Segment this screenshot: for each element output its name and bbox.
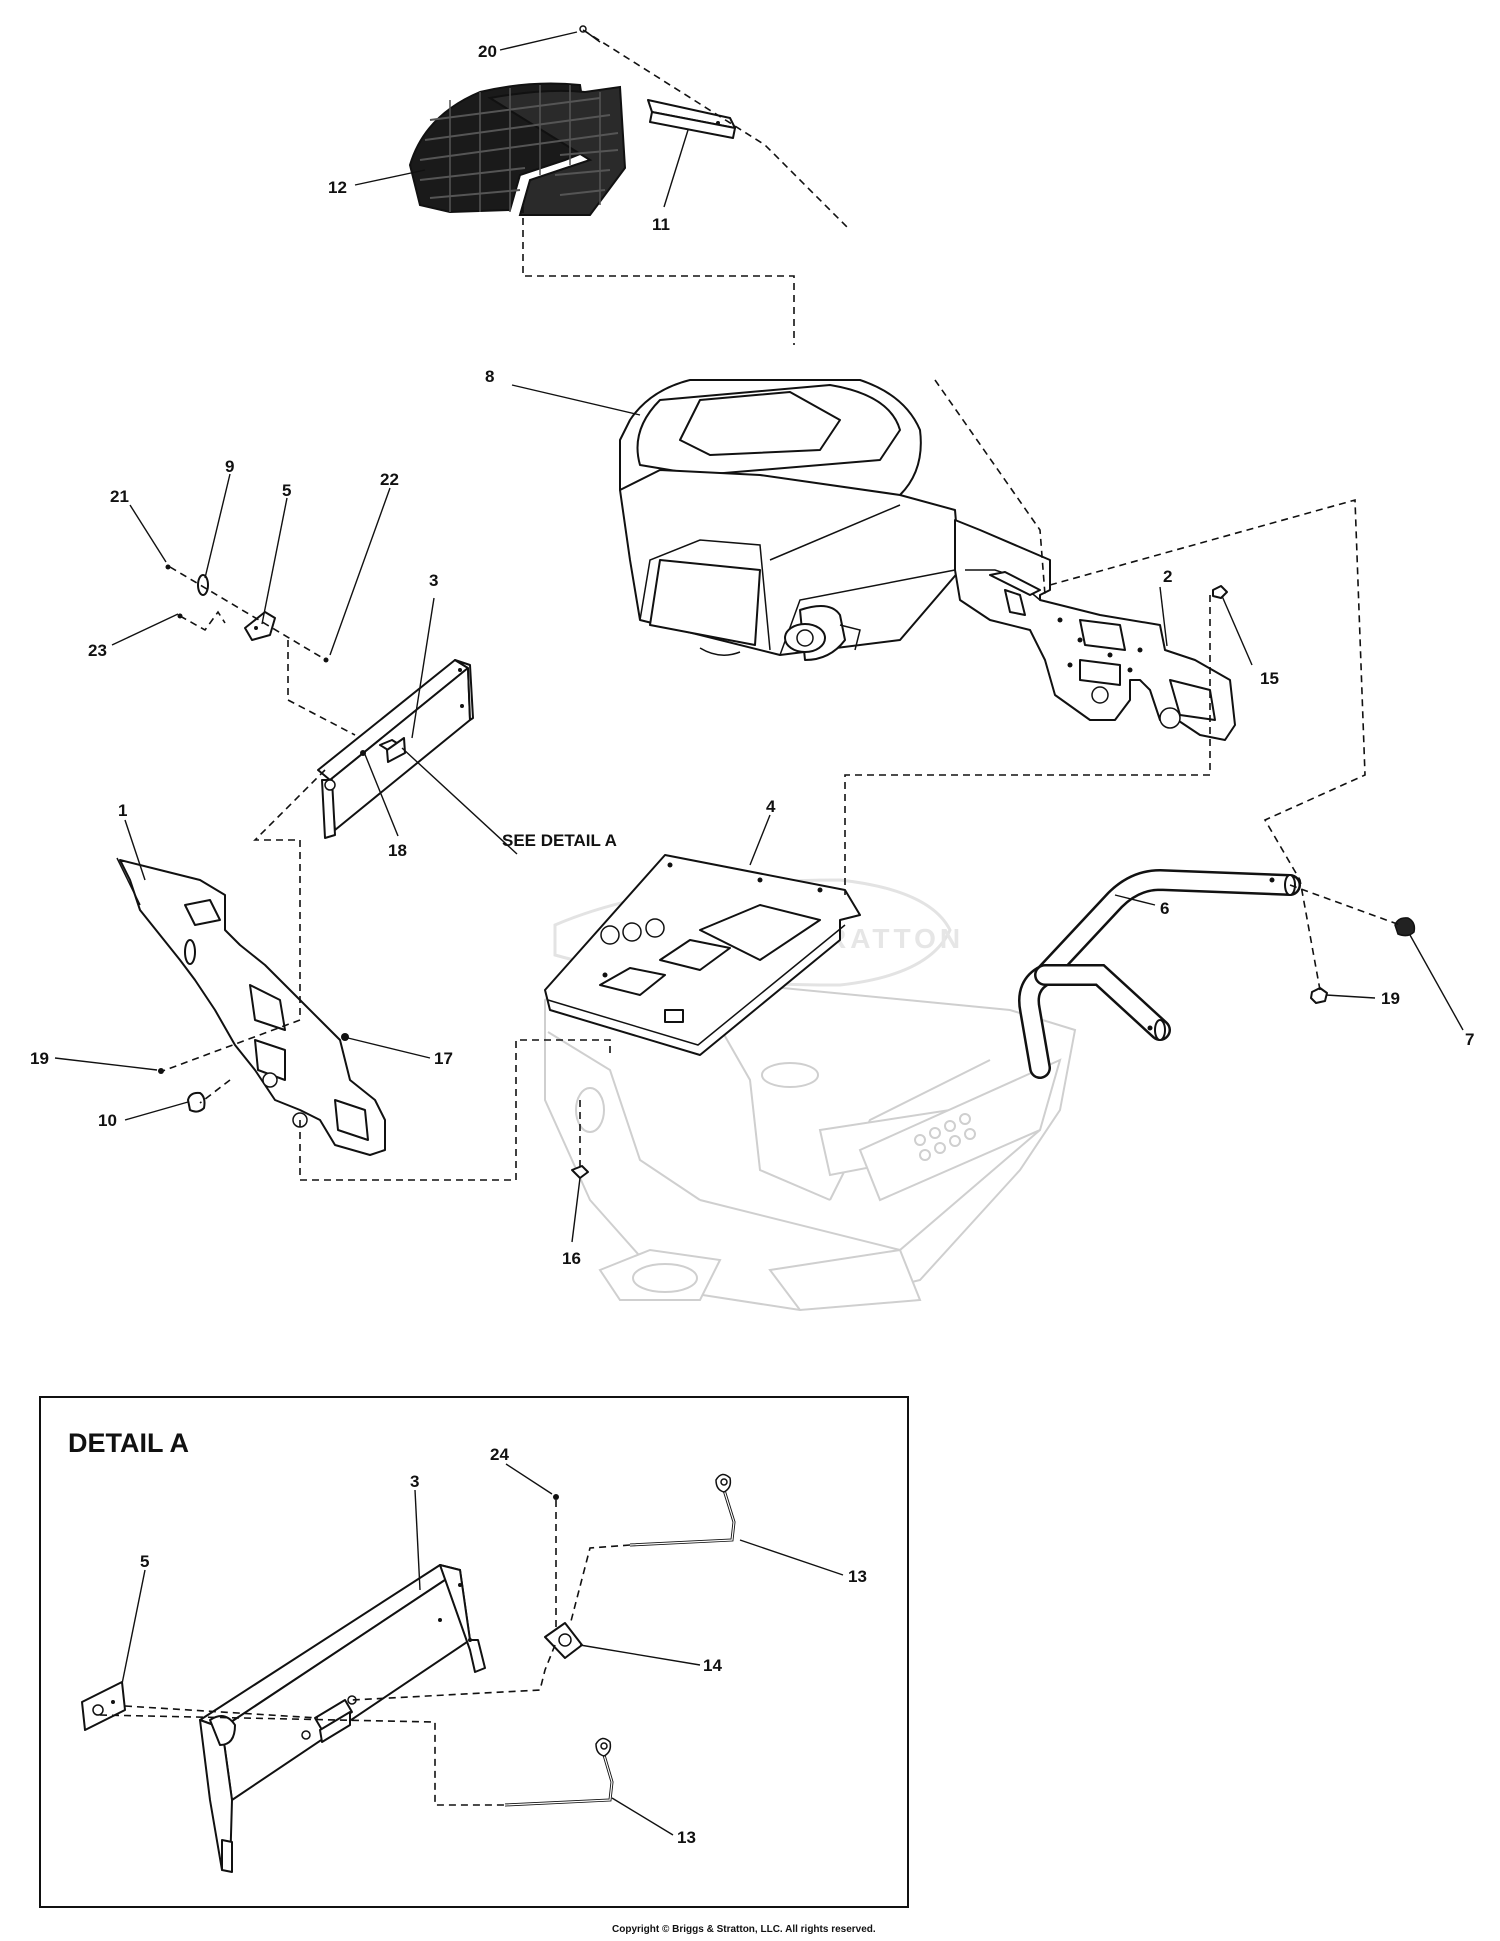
part-16-bolt <box>571 1165 589 1179</box>
detail-callouts: 5 3 24 13 14 13 <box>140 1445 867 1847</box>
part-21-screw <box>165 564 171 570</box>
see-detail-a-note: SEE DETAIL A <box>502 831 617 850</box>
part-4-seat-plate <box>544 854 861 1056</box>
detail-leader-lines <box>121 1463 844 1836</box>
callout-9: 9 <box>225 457 234 476</box>
callout-labels: 20 11 12 8 9 5 21 22 3 23 18 SEE DETAIL … <box>30 42 1474 1268</box>
part-2-right-bracket <box>954 519 1236 741</box>
detail-assembly-lines <box>99 1500 631 1806</box>
callout-1: 1 <box>118 801 127 820</box>
part-12-seat-pad <box>408 82 627 216</box>
detail-part-13-rod-lower <box>504 1737 614 1807</box>
callout-15: 15 <box>1260 669 1279 688</box>
detail-callout-24: 24 <box>490 1445 509 1464</box>
detail-callout-13-lower: 13 <box>677 1828 696 1847</box>
callout-21: 21 <box>110 487 129 506</box>
part-5-switch-bracket <box>244 611 276 641</box>
part-3-switch-plate <box>317 659 474 839</box>
detail-a-panel: DETAIL A <box>39 1396 909 1908</box>
callout-12: 12 <box>328 178 347 197</box>
callout-22: 22 <box>380 470 399 489</box>
frame-vent-holes <box>914 1113 976 1161</box>
callout-2: 2 <box>1163 567 1172 586</box>
callout-3: 3 <box>429 571 438 590</box>
copyright-notice: Copyright © Briggs & Stratton, LLC. All … <box>612 1924 876 1935</box>
part-8-seat <box>619 379 961 661</box>
callout-4: 4 <box>766 797 776 816</box>
part-19-nut-right <box>1310 987 1328 1004</box>
detail-callout-3: 3 <box>410 1472 419 1491</box>
callout-8: 8 <box>485 367 494 386</box>
leader-lines <box>54 31 1464 1243</box>
callout-6: 6 <box>1160 899 1169 918</box>
callout-10: 10 <box>98 1111 117 1130</box>
detail-part-5-bracket <box>81 1681 126 1731</box>
callout-7: 7 <box>1465 1030 1474 1049</box>
part-17-screw <box>341 1033 349 1041</box>
part-7-grip-cap <box>1394 917 1416 937</box>
callout-16: 16 <box>562 1249 581 1268</box>
part-6-handle-bar <box>1018 869 1301 1079</box>
callout-17: 17 <box>434 1049 453 1068</box>
detail-part-3-plate <box>199 1564 486 1873</box>
part-11-seat-bracket <box>647 99 736 139</box>
detail-part-13-rod-upper <box>629 1473 736 1547</box>
callout-11: 11 <box>652 215 670 234</box>
callout-5: 5 <box>282 481 291 500</box>
detail-callout-13-upper: 13 <box>848 1567 867 1586</box>
callout-18: 18 <box>388 841 407 860</box>
callout-19-right: 19 <box>1381 989 1400 1008</box>
part-1-left-bracket <box>116 857 386 1156</box>
assembly-lines <box>159 29 1401 1181</box>
part-15-bolt <box>1212 585 1228 599</box>
part-10-plug <box>187 1091 206 1113</box>
detail-part-24-screw <box>553 1494 559 1500</box>
callout-23: 23 <box>88 641 107 660</box>
part-9-switch <box>197 574 209 596</box>
detail-callout-14: 14 <box>703 1656 722 1675</box>
detail-a-title: DETAIL A <box>68 1428 189 1458</box>
detail-callout-5: 5 <box>140 1552 149 1571</box>
callout-20: 20 <box>478 42 497 61</box>
callout-19-left: 19 <box>30 1049 49 1068</box>
